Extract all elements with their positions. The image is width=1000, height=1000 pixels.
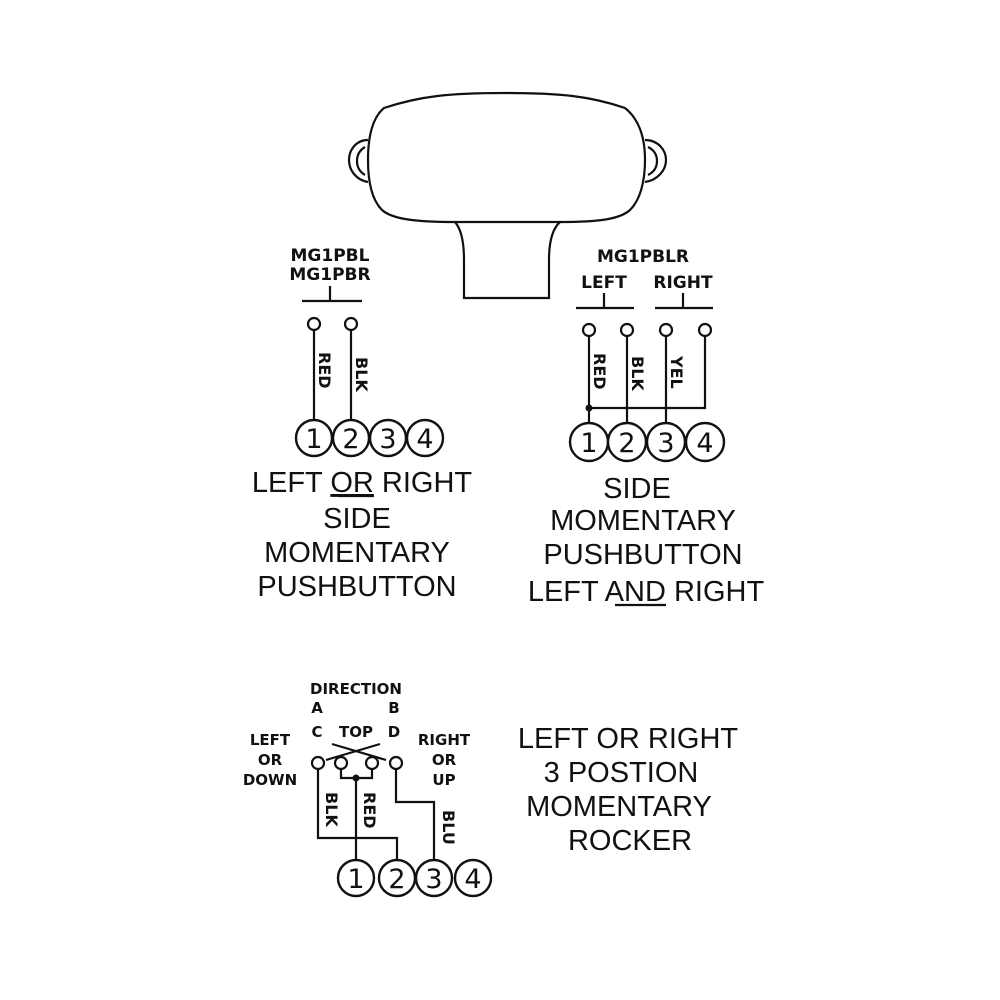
wire-label-red: RED	[590, 353, 609, 390]
caption-line-1: LEFT OR RIGHT	[252, 467, 473, 499]
rocker-terminal-a	[310, 755, 326, 771]
right-terminal-1	[658, 322, 674, 338]
wire-label-blu: BLU	[439, 810, 458, 845]
left-terminal-2	[619, 322, 635, 338]
handle-right-button-outer	[644, 138, 668, 184]
rocker-caption-line-4: ROCKER	[568, 825, 692, 857]
connector-pin-4	[453, 858, 493, 898]
pin-number-3: 3	[657, 428, 674, 459]
caption-line-2: MOMENTARY	[550, 505, 736, 537]
caption-right: RIGHT	[382, 467, 473, 499]
handle-shaft-outline	[454, 221, 561, 300]
rocker-diagram: DIRECTION A B C TOP D LEFT OR DOWN RIGHT…	[243, 680, 739, 898]
caption-left: LEFT	[252, 467, 323, 499]
model-label-mg1pbl: MG1PBL	[291, 246, 370, 266]
connector-pin-3	[414, 858, 454, 898]
wire-label-blk: BLK	[352, 357, 371, 392]
right-label: RIGHT	[653, 273, 713, 293]
caption-or: OR	[330, 467, 374, 499]
caption-right: RIGHT	[648, 723, 739, 755]
rocker-caption-line-2: 3 POSTION	[544, 757, 699, 789]
pin-number-4: 4	[416, 424, 433, 455]
wire-junction-dot	[585, 404, 593, 412]
rocker-caption-line-3: MOMENTARY	[526, 791, 712, 823]
rocker-wire-jumper	[316, 769, 399, 862]
pin-number-4: 4	[696, 428, 713, 459]
pin-number-2: 2	[618, 428, 635, 459]
wire-label-yel: YEL	[667, 355, 686, 389]
pin-number-1: 1	[347, 864, 364, 895]
pin-number-1: 1	[305, 424, 322, 455]
left-or-down-line-3: DOWN	[243, 771, 297, 789]
caption-line-1: SIDE	[603, 473, 671, 505]
wire-label-red: RED	[315, 352, 334, 389]
pin-number-1: 1	[580, 428, 597, 459]
right-terminal-2	[697, 322, 713, 338]
pin-number-2: 2	[388, 864, 405, 895]
joystick-handle-drawing	[347, 91, 668, 300]
handle-left-button-inner	[355, 146, 366, 176]
caption-line-4: LEFT AND RIGHT	[528, 576, 765, 608]
model-label-mg1pblr: MG1PBLR	[597, 247, 689, 267]
left-or-down-line-1: LEFT	[250, 731, 291, 749]
caption-left: LEFT	[518, 723, 589, 755]
rocker-terminal-d	[388, 755, 404, 771]
pin-number-3: 3	[425, 864, 442, 895]
connector-pin-4	[684, 421, 726, 463]
caption-line-2: SIDE	[323, 503, 391, 535]
caption-line-3: PUSHBUTTON	[543, 539, 742, 571]
pin-number-3: 3	[379, 424, 396, 455]
model-label-mg1pbr: MG1PBR	[289, 265, 370, 285]
single-side-pushbutton-diagram: MG1PBL MG1PBR RED BLK 1 2 3 4 LEFT OR RI…	[252, 246, 473, 603]
rocker-arm-2	[325, 742, 381, 762]
top-label: TOP	[339, 723, 373, 741]
left-terminal-1	[581, 322, 597, 338]
wire-jumper	[589, 336, 707, 410]
switch-terminal-1	[306, 316, 322, 332]
handle-grip-outline	[366, 91, 647, 224]
caption-left: LEFT	[528, 576, 599, 608]
rocker-arm-1	[331, 742, 387, 762]
caption-right: RIGHT	[674, 576, 765, 608]
caption-or: OR	[596, 723, 640, 755]
rocker-terminal-c	[333, 755, 349, 771]
right-or-up-line-3: UP	[432, 771, 455, 789]
handle-right-button-inner	[647, 146, 659, 176]
pin-number-2: 2	[342, 424, 359, 455]
position-b-label: B	[388, 699, 399, 717]
wire-label-blk: BLK	[322, 792, 341, 827]
pin-number-4: 4	[464, 864, 481, 895]
connector-pin-1	[336, 858, 376, 898]
direction-label: DIRECTION	[310, 680, 402, 698]
right-or-up-line-1: RIGHT	[418, 731, 471, 749]
wire-label-red: RED	[360, 792, 379, 829]
position-a-label: A	[311, 699, 323, 717]
connector-pin-4	[405, 418, 445, 458]
dual-side-pushbutton-diagram: MG1PBLR LEFT RIGHT RED BLK YEL 1 2 3 4 S…	[528, 247, 765, 608]
left-or-down-line-2: OR	[258, 751, 283, 769]
handle-left-button-outer	[347, 138, 369, 184]
left-label: LEFT	[581, 273, 627, 293]
position-c-label: C	[311, 723, 322, 741]
rocker-caption-line-1: LEFT OR RIGHT	[518, 723, 739, 755]
position-d-label: D	[388, 723, 400, 741]
wire-label-blk: BLK	[628, 356, 647, 391]
switch-terminal-2	[343, 316, 359, 332]
caption-and: AND	[605, 576, 666, 608]
caption-line-3: MOMENTARY	[264, 537, 450, 569]
rocker-terminal-b	[364, 755, 380, 771]
wire-blu	[394, 769, 436, 862]
caption-line-4: PUSHBUTTON	[257, 571, 456, 603]
right-or-up-line-2: OR	[432, 751, 457, 769]
